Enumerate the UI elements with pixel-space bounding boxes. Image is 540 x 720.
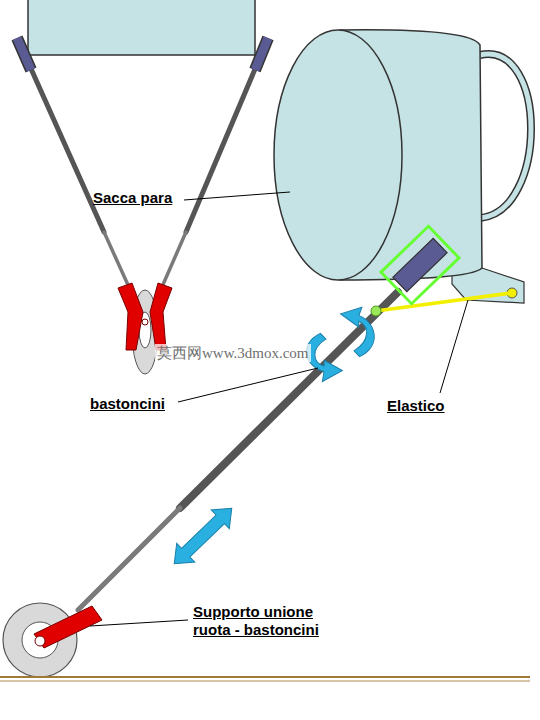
stick-grip: [255, 38, 268, 70]
bag-top-view: [28, 0, 255, 55]
paraglider-bag: [480, 54, 531, 218]
stick: [78, 508, 180, 610]
part-label: bastoncini: [90, 395, 165, 413]
wheel: [3, 603, 77, 677]
watermark: 莫西网www.3dmox.com: [155, 344, 311, 362]
paraglider-bag: [274, 30, 531, 303]
stick-grip: [381, 226, 459, 303]
telescopic-arrow: [165, 499, 241, 573]
stick-grip: [393, 238, 447, 291]
leader-line: [90, 192, 468, 626]
stick-grip: [17, 38, 31, 70]
leader-line: [440, 300, 468, 393]
bag-top-view: [28, 0, 255, 55]
stick-grip: [17, 38, 31, 70]
part-label: Sacca para: [93, 189, 172, 207]
stick-grip: [255, 38, 268, 70]
wheel: [3, 603, 102, 677]
leader-line: [178, 368, 318, 402]
wheel-support: [118, 283, 172, 350]
ground-line: [0, 680, 530, 682]
stick: [28, 62, 258, 296]
leader-line: [184, 192, 290, 200]
ground-line: [0, 676, 530, 678]
elastic-cord: [371, 306, 381, 316]
wheel: [34, 606, 102, 648]
wheel: [35, 636, 45, 646]
wheel-support: [150, 283, 172, 350]
ground-line: [0, 677, 530, 681]
stick-grip: [17, 38, 268, 70]
stick: [186, 62, 258, 232]
elastic-cord: [371, 293, 511, 316]
stick-grip: [381, 226, 459, 303]
stick: [180, 292, 398, 508]
wheel-support: [118, 283, 143, 350]
paraglider-bag: [274, 30, 402, 280]
part-label: Supporto unione ruota - bastoncini: [193, 603, 343, 639]
rotation-arrow: [329, 300, 387, 358]
leader-line: [90, 620, 188, 626]
stick: [28, 62, 104, 232]
telescopic-arrow: [165, 499, 241, 573]
part-label: Elastico: [387, 397, 445, 415]
paraglider-bag: [480, 54, 531, 218]
wheel-support: [142, 319, 148, 325]
elastic-cord: [376, 293, 511, 311]
stick: [78, 292, 398, 610]
